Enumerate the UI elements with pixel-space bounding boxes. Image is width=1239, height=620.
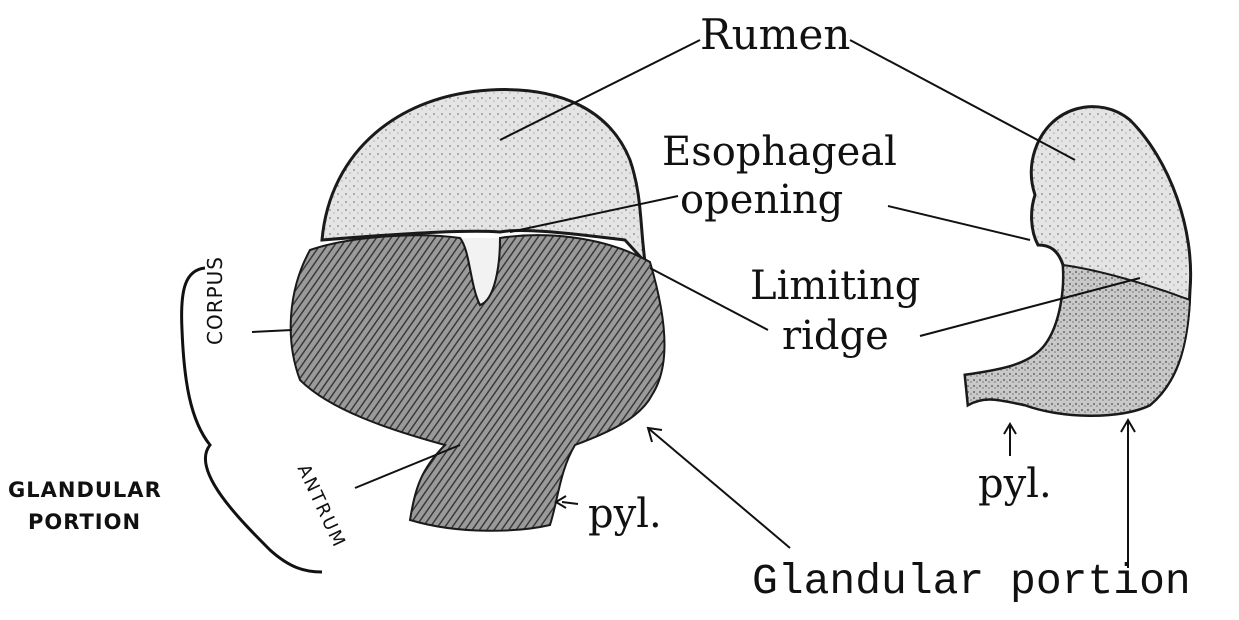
label-portion: PORTION <box>28 512 141 533</box>
label-pyl-left: pyl. <box>588 494 662 534</box>
leader-pyl-left <box>562 502 578 504</box>
label-esophageal: Esophageal <box>662 132 897 172</box>
label-pyl-right: pyl. <box>978 464 1052 504</box>
left-rumen-dome <box>322 90 645 262</box>
leader-corpus <box>252 330 292 332</box>
label-opening: opening <box>680 180 843 220</box>
label-glandular: GLANDULAR <box>8 480 162 501</box>
right-glandular-portion <box>965 265 1190 416</box>
label-glandular-portion: Glandular portion <box>752 560 1191 603</box>
label-ridge: ridge <box>782 316 889 356</box>
label-corpus: CORPUS <box>205 256 225 345</box>
leader-glandular-left <box>648 428 790 548</box>
label-limiting: Limiting <box>750 266 920 306</box>
leader-esophageal-right <box>888 206 1030 240</box>
label-rumen: Rumen <box>700 14 850 56</box>
